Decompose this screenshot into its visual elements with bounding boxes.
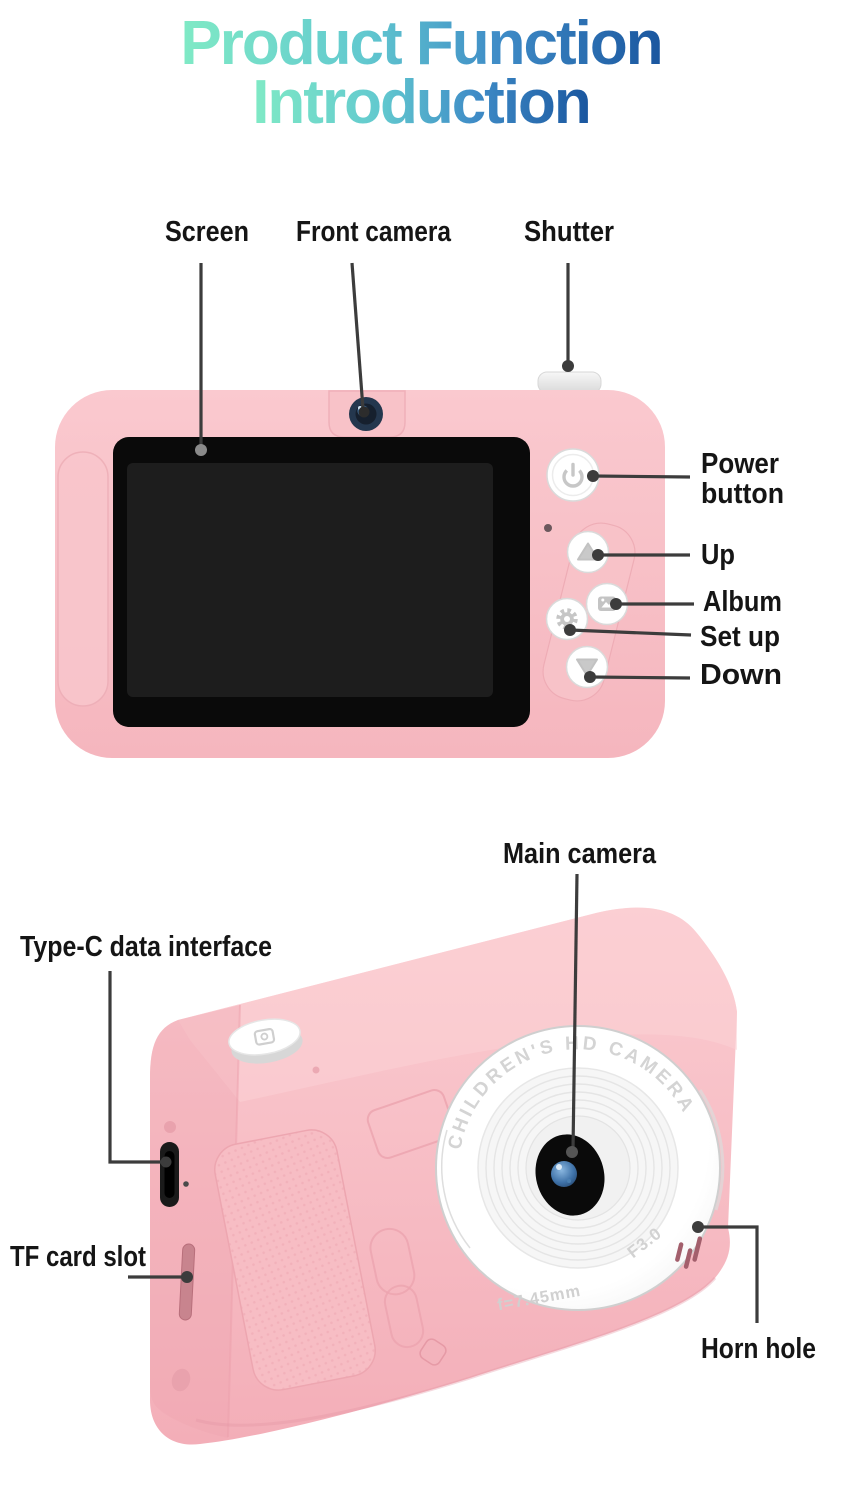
emboss-double-pill	[369, 1227, 425, 1349]
lanyard-hole	[171, 1368, 191, 1392]
up-button	[566, 530, 610, 574]
back-view-illustration: Screen Front camera Shutter Power button…	[55, 216, 784, 758]
label-power-line2: button	[701, 478, 784, 510]
label-horn-hole: Horn hole	[701, 1333, 816, 1365]
lens-groove-2	[493, 1083, 663, 1253]
left-grip-ridge	[57, 451, 109, 707]
leader-type-c	[108, 971, 162, 1164]
leader-horn-hole-dot	[692, 1221, 704, 1233]
leader-horn-hole	[698, 1225, 759, 1323]
label-type-c: Type-C data interface	[20, 931, 272, 963]
lens-groove-3	[501, 1091, 655, 1245]
leader-setup-dot	[564, 624, 576, 636]
page-title-line1: Product Function	[180, 9, 663, 78]
label-front-camera: Front camera	[296, 216, 452, 248]
screen	[127, 463, 493, 697]
leader-main-camera-dot	[566, 1146, 578, 1158]
label-shutter: Shutter	[524, 216, 614, 248]
label-tf-card: TF card slot	[10, 1241, 146, 1273]
leader-main-camera	[571, 873, 579, 1151]
lens-groove-4	[509, 1099, 647, 1237]
lens-iris	[551, 1161, 577, 1187]
type-c-port	[160, 1142, 179, 1207]
leader-down	[589, 675, 691, 680]
horn-holes	[675, 1236, 703, 1269]
body-top-highlight	[178, 907, 737, 1102]
leader-screen-dot	[195, 444, 207, 456]
front-view-illustration: CHILDREN'S HD CAMERA F3.0 f=7.45mm	[10, 838, 816, 1445]
lens-ring-arc-right	[698, 1089, 725, 1211]
label-power-line1: Power	[701, 448, 779, 480]
page-title-line2: Introduction	[252, 68, 592, 137]
leader-power	[592, 474, 691, 479]
grip-texture	[214, 1129, 376, 1391]
lens-ring-arc-left	[441, 1129, 471, 1249]
leader-shutter-dot	[562, 360, 574, 372]
lens-glint-2	[567, 1179, 571, 1183]
label-screen: Screen	[165, 216, 249, 248]
reset-hole	[164, 1121, 176, 1133]
label-set-up: Set up	[700, 621, 780, 653]
body-side-face	[150, 1005, 240, 1438]
label-down: Down	[700, 659, 782, 691]
page-title: Product Function Introduction	[0, 9, 842, 137]
leader-front-camera-dot	[358, 406, 370, 418]
body-screw-dot	[312, 1066, 320, 1074]
shutter-button-front	[228, 1018, 303, 1064]
leader-down-dot	[584, 671, 596, 683]
leader-setup	[569, 628, 692, 637]
leader-album-dot	[610, 598, 622, 610]
leader-type-c-dot	[160, 1156, 172, 1168]
down-arrow-icon	[576, 658, 598, 677]
shutter-top-button	[537, 371, 602, 394]
lens-glint	[556, 1164, 562, 1170]
mic-hole-dot	[183, 1181, 189, 1187]
front-leader-lines	[108, 873, 759, 1323]
lens-groove-5	[517, 1107, 639, 1229]
lens-groove-1	[485, 1075, 671, 1261]
leader-power-dot	[587, 470, 599, 482]
body-bottom-shade	[195, 1277, 717, 1427]
leader-tf-card-dot	[181, 1271, 193, 1283]
label-album: Album	[703, 586, 782, 618]
microphone-dot	[544, 524, 552, 532]
leader-front-camera	[350, 262, 365, 410]
power-icon	[562, 462, 584, 488]
label-main-camera: Main camera	[503, 838, 657, 870]
camera-glyph-icon	[253, 1027, 276, 1046]
emboss-diamond	[419, 1338, 447, 1366]
back-leader-lines	[195, 262, 694, 683]
gear-icon	[556, 608, 578, 630]
leader-up-dot	[592, 549, 604, 561]
label-up: Up	[701, 539, 735, 571]
